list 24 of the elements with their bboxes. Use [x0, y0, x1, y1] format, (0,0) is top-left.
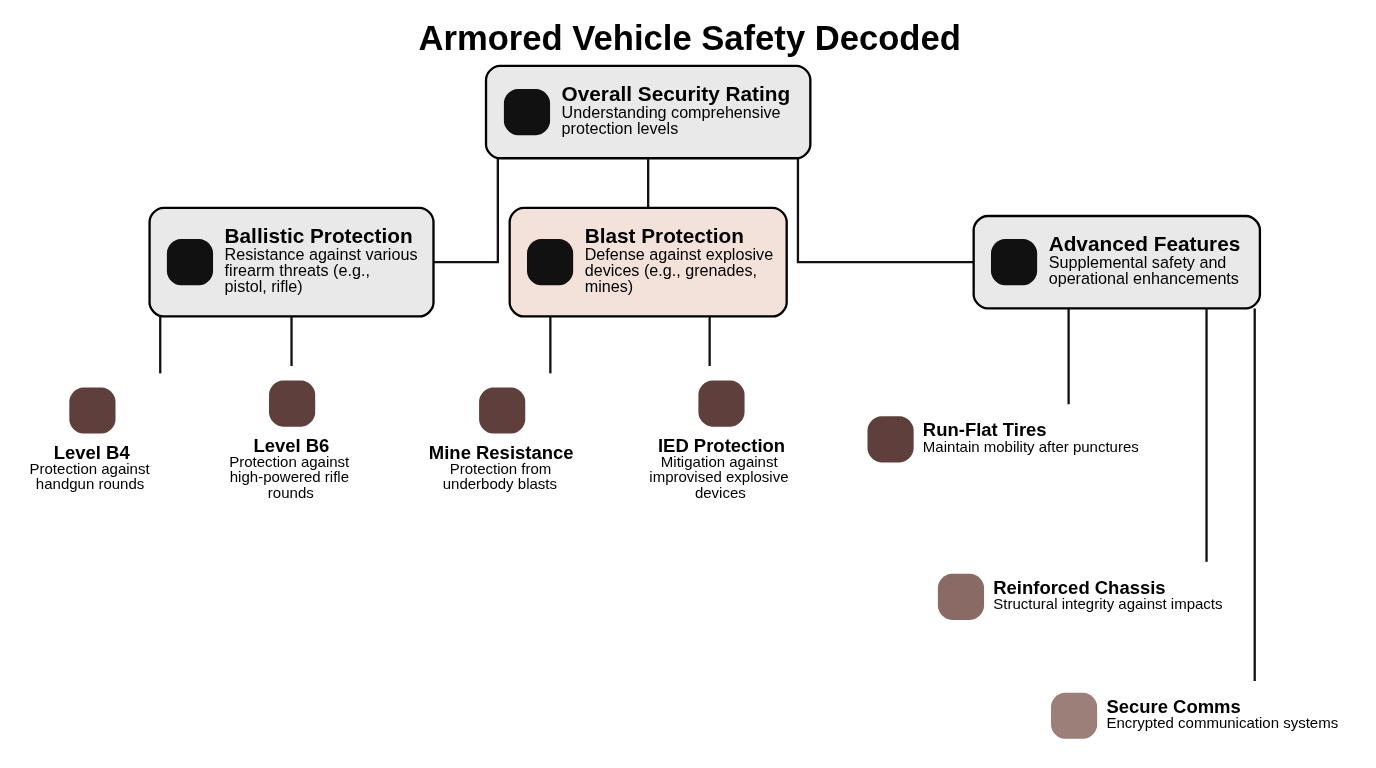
- node-box: [269, 379, 316, 427]
- connector: [796, 157, 974, 263]
- node-box: [867, 415, 914, 462]
- node-box: [1051, 692, 1098, 739]
- node-box: Overall Security Rating Understanding comprehensive protection levels: [484, 64, 812, 159]
- node-box: [937, 573, 985, 620]
- node-box: Blast Protection Defense against explosive devices (e.g., grenades, mines): [508, 206, 788, 318]
- node-box: Advanced Features Supplemental safety and operational enhancements: [972, 214, 1262, 309]
- connector: [708, 316, 711, 366]
- connector: [1253, 308, 1256, 681]
- connector: [1067, 308, 1070, 404]
- node-box: [69, 386, 116, 434]
- connector: [433, 157, 499, 263]
- diagram-title: Armored Vehicle Safety Decoded: [418, 18, 961, 57]
- connector: [290, 316, 293, 366]
- node-box: [698, 379, 745, 427]
- connector: [1205, 307, 1208, 562]
- connector: [549, 316, 552, 373]
- node-box: Ballistic Protection Resistance against various firearm threats (e.g., pistol, rifle): [148, 206, 435, 318]
- node-label: Maintain mobility after punctures: [922, 437, 1139, 455]
- connector: [647, 157, 650, 208]
- node-label: Run-Flat Tires: [922, 418, 1047, 440]
- connector: [159, 316, 162, 373]
- node-box: [479, 386, 526, 434]
